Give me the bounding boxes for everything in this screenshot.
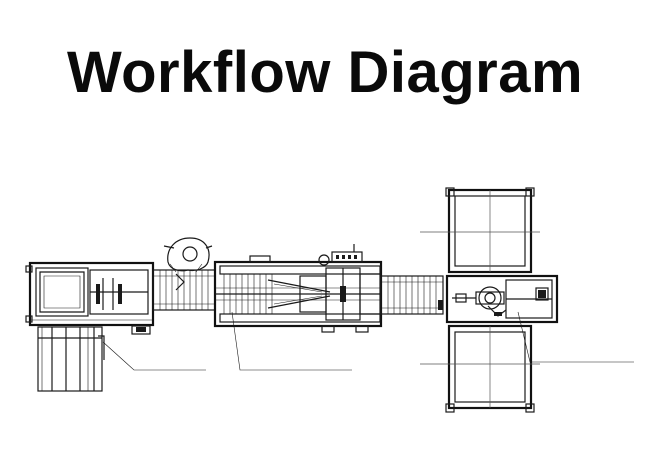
loading-station xyxy=(25,261,155,335)
leader-line-1 xyxy=(102,341,206,371)
operator-figure xyxy=(163,237,213,273)
leader-line-2 xyxy=(231,311,352,371)
magazine-frame xyxy=(37,326,105,392)
leader-line-3 xyxy=(517,311,634,363)
conveyor-section-2 xyxy=(380,275,444,315)
palletizer-cell xyxy=(420,187,559,413)
diagram-title: Workflow Diagram xyxy=(66,40,584,105)
conveyor-section-1 xyxy=(152,269,216,311)
main-machine xyxy=(213,244,383,333)
